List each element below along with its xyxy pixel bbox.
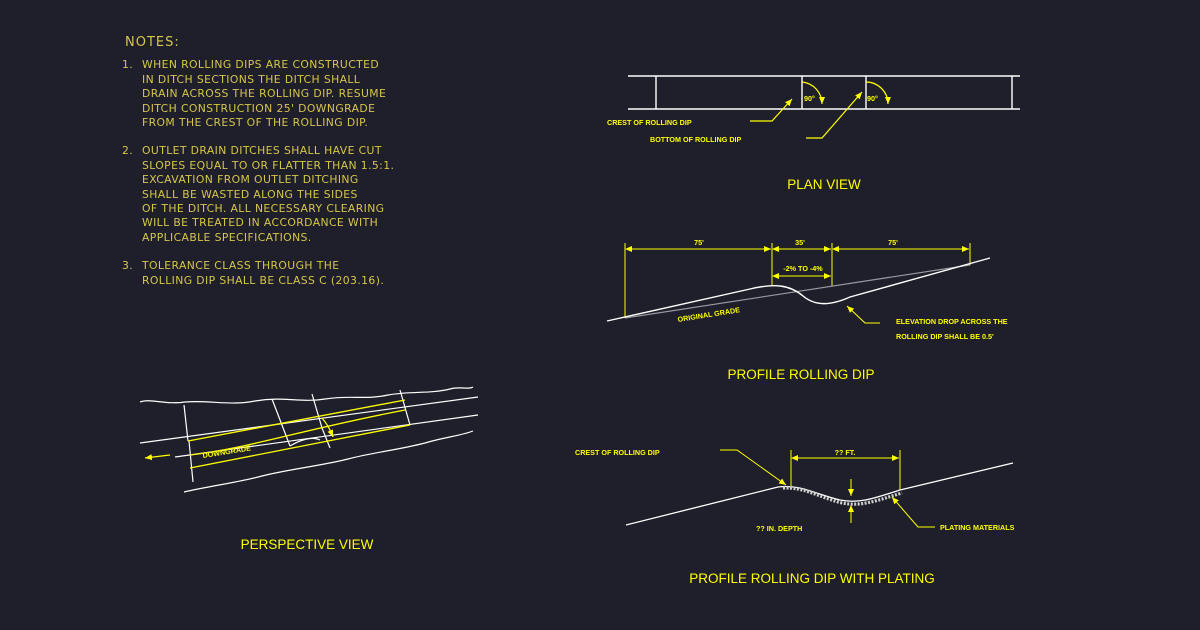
plating-dimensions <box>720 449 935 528</box>
notes-heading: NOTES: <box>125 35 180 50</box>
profile-dimensions <box>624 243 971 318</box>
plating-road-line <box>625 462 1014 526</box>
plan-view: 90° 90° CREST OF ROLLING DIP BOTTOM OF R… <box>607 75 1020 192</box>
note-number: 2. <box>122 144 134 158</box>
note-line: OF THE DITCH. ALL NECESSARY CLEARING <box>142 202 385 216</box>
perspective-title: PERSPECTIVE VIEW <box>241 537 374 552</box>
label-bottom: BOTTOM OF ROLLING DIP <box>650 135 742 144</box>
plating-depth-label: ?? IN. DEPTH <box>756 524 802 533</box>
note-line: FROM THE CREST OF THE ROLLING DIP. <box>142 116 369 130</box>
dim-left: 75' <box>694 238 704 247</box>
dim-mid: 35' <box>795 238 805 247</box>
note-line: ROLLING DIP SHALL BE CLASS C (203.16). <box>142 273 385 287</box>
note-line: EXCAVATION FROM OUTLET DITCHING <box>142 173 359 187</box>
plating-material-layer <box>782 486 903 506</box>
label-crest: CREST OF ROLLING DIP <box>607 118 692 127</box>
profile-title: PROFILE ROLLING DIP <box>727 367 874 382</box>
plan-road-outline <box>628 75 1020 110</box>
note-line: DRAIN ACROSS THE ROLLING DIP. RESUME <box>142 87 387 101</box>
plating-crest-label: CREST OF ROLLING DIP <box>575 448 660 457</box>
note-line: SLOPES EQUAL TO OR FLATTER THAN 1.5:1. <box>142 158 395 172</box>
note-line: DITCH CONSTRUCTION 25' DOWNGRADE <box>142 101 376 115</box>
elevation-note-line2: ROLLING DIP SHALL BE 0.5' <box>896 332 994 341</box>
note-item-2: 2. OUTLET DRAIN DITCHES SHALL HAVE CUT S… <box>120 144 420 245</box>
downgrade-arrow <box>144 454 171 461</box>
notes-block: NOTES: 1. WHEN ROLLING DIPS ARE CONSTRUC… <box>120 35 420 302</box>
note-number: 3. <box>122 259 134 273</box>
slope-label: -2% TO -4% <box>783 264 823 273</box>
profile-road-line <box>606 257 991 322</box>
note-item-1: 1. WHEN ROLLING DIPS ARE CONSTRUCTED IN … <box>120 58 420 130</box>
angle-label-right: 90° <box>867 94 878 103</box>
dim-right: 75' <box>888 238 898 247</box>
leader-elevation <box>846 305 880 324</box>
perspective-linework <box>139 386 479 493</box>
plating-dim-label: ?? FT. <box>835 448 856 457</box>
note-line: SHALL BE WASTED ALONG THE SIDES <box>142 187 358 201</box>
perspective-dip-lines <box>144 399 411 469</box>
note-line: WHEN ROLLING DIPS ARE CONSTRUCTED <box>142 58 380 72</box>
leader-crest <box>750 98 793 122</box>
note-line: TOLERANCE CLASS THROUGH THE <box>142 259 340 273</box>
angle-arc-right <box>865 81 891 105</box>
note-number: 1. <box>122 58 134 72</box>
note-line: OUTLET DRAIN DITCHES SHALL HAVE CUT <box>142 144 382 158</box>
angle-label-left: 90° <box>804 94 815 103</box>
note-line: WILL BE TREATED IN ACCORDANCE WITH <box>142 216 379 230</box>
plating-view: CREST OF ROLLING DIP ?? FT. ?? IN. DEPTH… <box>575 448 1015 586</box>
angle-arc-left <box>801 81 826 105</box>
note-item-3: 3. TOLERANCE CLASS THROUGH THE ROLLING D… <box>120 259 420 288</box>
perspective-view: DOWNGRADE PERSPECTIVE VIEW <box>139 386 479 552</box>
profile-view: 75' 35' 75' -2% TO -4% ORIGINAL GRADE EL… <box>606 238 1008 382</box>
plating-title: PROFILE ROLLING DIP WITH PLATING <box>689 571 935 586</box>
note-line: IN DITCH SECTIONS THE DITCH SHALL <box>142 72 361 86</box>
plating-materials-label: PLATING MATERIALS <box>940 523 1015 532</box>
plan-view-title: PLAN VIEW <box>787 177 861 192</box>
elevation-note-line1: ELEVATION DROP ACROSS THE <box>896 317 1008 326</box>
leader-bottom <box>806 91 863 139</box>
note-line: APPLICABLE SPECIFICATIONS. <box>142 230 312 244</box>
